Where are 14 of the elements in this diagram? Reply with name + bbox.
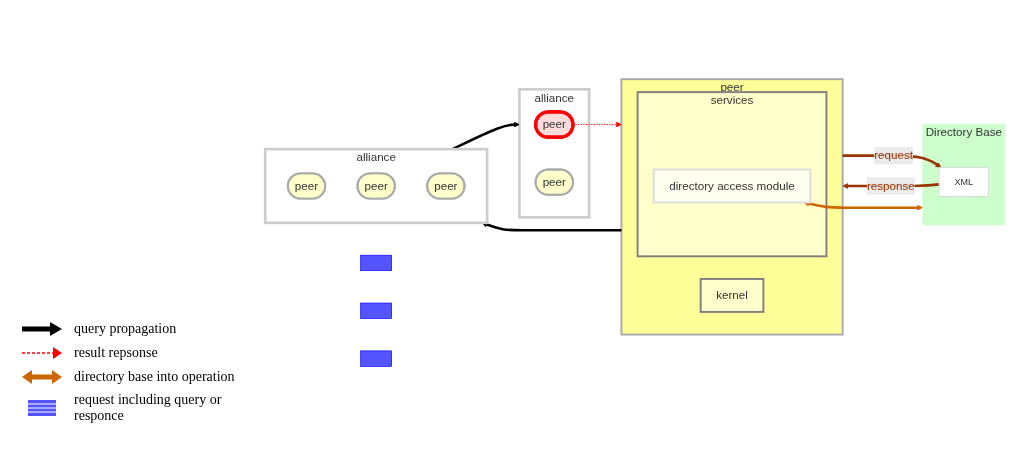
edge-label: request	[874, 148, 913, 162]
legend-text: result repsonse	[74, 345, 158, 361]
legend-text: request including query or responce	[74, 392, 223, 424]
node-box	[360, 302, 392, 319]
legend-text: query propagation	[74, 321, 177, 337]
legend-text: directory base into operation	[74, 369, 235, 385]
arrow	[803, 200, 923, 211]
node-box: directory access module	[652, 168, 812, 204]
edge-label: response	[866, 178, 915, 192]
node-box: XML	[938, 166, 989, 197]
node-box	[360, 350, 392, 367]
arrow	[481, 221, 622, 232]
node-box: kernel	[699, 277, 765, 313]
node-box	[360, 254, 392, 271]
